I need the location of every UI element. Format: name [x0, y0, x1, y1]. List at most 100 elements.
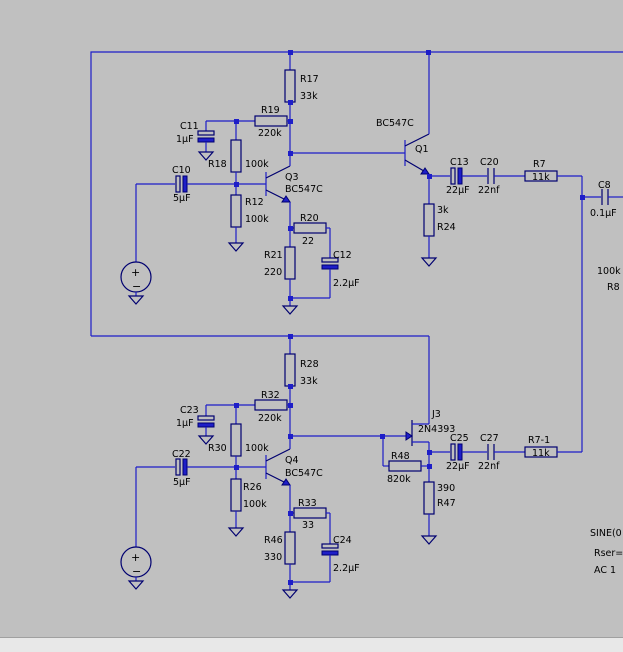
c8-capacitor[interactable] [582, 189, 623, 205]
r12-resistor[interactable] [227, 184, 245, 252]
c27-value: 22nf [478, 461, 500, 472]
r24-resistor[interactable] [420, 203, 438, 267]
r18-resistor[interactable] [230, 121, 242, 184]
c12-label: C12 [333, 250, 352, 261]
ac-directive: AC 1 [594, 565, 616, 576]
r26-resistor[interactable] [227, 467, 245, 537]
r8-label: R8 [607, 282, 620, 293]
r17-label: R17 [300, 74, 319, 85]
q4-model: BC547C [285, 468, 323, 479]
q1-model: BC547C [376, 118, 414, 129]
c11-label: C11 [180, 121, 199, 132]
c20-label: C20 [480, 157, 499, 168]
c24-label: C24 [333, 535, 352, 546]
r21-resistor[interactable] [281, 228, 299, 315]
r24-value: 3k [437, 205, 449, 216]
j3-label: J3 [431, 409, 441, 420]
ground-icon [197, 151, 215, 161]
r46-value: 330 [264, 552, 282, 563]
r20-resistor[interactable] [290, 222, 331, 258]
c13-value: 22µF [446, 185, 470, 196]
r30-resistor[interactable] [230, 405, 242, 467]
c27-capacitor[interactable] [487, 444, 525, 460]
c23-value: 1µF [176, 418, 194, 429]
r7-value: 11k [532, 172, 550, 183]
r33-resistor[interactable] [290, 507, 331, 544]
r46-label: R46 [264, 535, 283, 546]
r33-label: R33 [298, 498, 317, 509]
supply-wiring [90, 51, 623, 412]
c24-capacitor[interactable] [290, 543, 339, 583]
c12-value: 2.2µF [333, 278, 360, 289]
r47-value: 390 [437, 483, 455, 494]
r18-label: R18 [208, 159, 227, 170]
svg-text:−: − [132, 565, 141, 578]
r19-resistor[interactable] [236, 115, 290, 127]
c10-label: C10 [172, 165, 191, 176]
r17-value: 33k [300, 91, 318, 102]
r21-value: 220 [264, 267, 282, 278]
c11-value: 1µF [176, 134, 194, 145]
q3-transistor[interactable] [265, 153, 291, 228]
r48-value: 820k [387, 474, 411, 485]
c11-capacitor[interactable] [197, 120, 236, 152]
c25-capacitor[interactable] [429, 443, 487, 461]
r7-resistor[interactable] [524, 170, 583, 452]
r33-value: 33 [302, 520, 314, 531]
c8-value: 0.1µF [590, 208, 617, 219]
r20-value: 22 [302, 236, 314, 247]
j3-model: 2N4393 [418, 424, 455, 435]
r28-label: R28 [300, 359, 319, 370]
q1-label: Q1 [415, 144, 429, 155]
c23-label: C23 [180, 405, 199, 416]
c12-capacitor[interactable] [290, 257, 339, 299]
r47-resistor[interactable] [420, 481, 438, 545]
r30-value: 100k [245, 443, 269, 454]
c20-value: 22nf [478, 185, 500, 196]
r7-1-value: 11k [532, 448, 550, 459]
q4-transistor[interactable] [265, 436, 291, 513]
r12-value: 100k [245, 214, 269, 225]
q1-transistor[interactable] [290, 52, 430, 204]
c8-label: C8 [598, 180, 611, 191]
j3-jfet[interactable] [290, 412, 430, 482]
voltage-source-2[interactable]: + − [120, 467, 152, 590]
r19-label: R19 [261, 105, 280, 116]
c24-value: 2.2µF [333, 563, 360, 574]
svg-text:+: + [131, 551, 140, 564]
r32-resistor[interactable] [236, 399, 290, 411]
c27-label: C27 [480, 433, 499, 444]
q3-model: BC547C [285, 184, 323, 195]
r7-1-label: R7-1 [528, 435, 550, 446]
r46-resistor[interactable] [281, 513, 299, 599]
c25-label: C25 [450, 433, 469, 444]
r12-label: R12 [245, 197, 264, 208]
r28-value: 33k [300, 376, 318, 387]
r18-value: 100k [245, 159, 269, 170]
rser-directive: Rser= [594, 548, 623, 559]
c20-capacitor[interactable] [487, 168, 525, 184]
c25-value: 22µF [446, 461, 470, 472]
r24-label: R24 [437, 222, 456, 233]
c22-value: 5µF [173, 477, 191, 488]
r32-label: R32 [261, 390, 280, 401]
r7-1-resistor[interactable] [524, 446, 582, 458]
r7-label: R7 [533, 159, 546, 170]
r47-label: R47 [437, 498, 456, 509]
r20-label: R20 [300, 213, 319, 224]
c22-capacitor[interactable] [136, 458, 266, 476]
c10-capacitor[interactable] [136, 175, 266, 193]
r8-value: 100k [597, 266, 621, 277]
c23-capacitor[interactable] [197, 404, 236, 445]
c13-capacitor[interactable] [429, 167, 487, 185]
c22-label: C22 [172, 449, 191, 460]
r26-label: R26 [243, 482, 262, 493]
c10-value: 5µF [173, 193, 191, 204]
voltage-source-1[interactable]: + − [120, 184, 152, 305]
c13-label: C13 [450, 157, 469, 168]
r32-value: 220k [258, 413, 282, 424]
junctions [234, 50, 585, 585]
q4-label: Q4 [285, 455, 299, 466]
r19-value: 220k [258, 128, 282, 139]
